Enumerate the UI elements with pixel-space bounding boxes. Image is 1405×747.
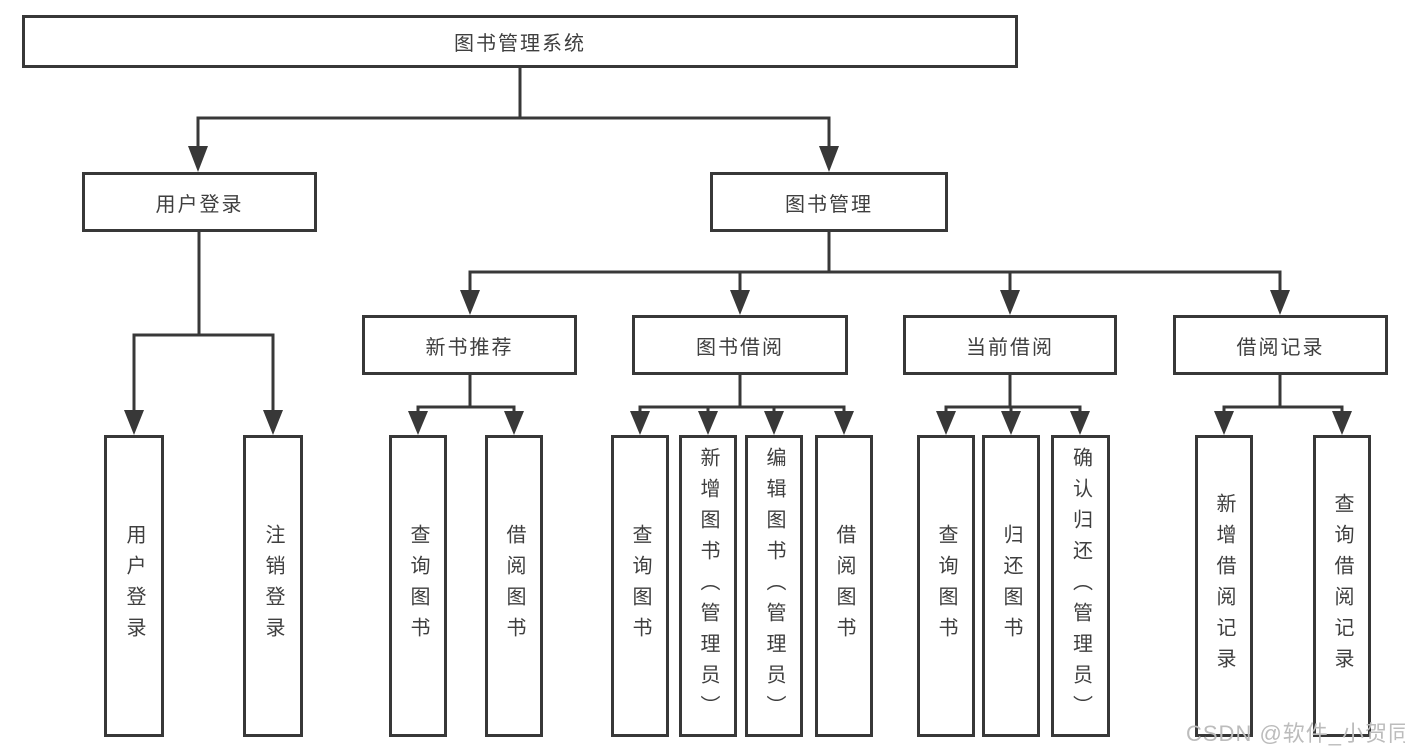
node-new-book-recommendation-label: 新书推荐: [425, 336, 514, 359]
leaf-borrow-books-borrow: 借阅图书: [815, 435, 873, 737]
node-book-management-label: 图书管理: [785, 193, 873, 216]
leaf-edit-book-admin: 编辑图书（管理员）: [745, 435, 803, 737]
leaf-return-book: 归还图书: [982, 435, 1040, 737]
leaf-label: 查询图书: [935, 524, 957, 648]
leaf-label: 新增图书（管理员）: [697, 446, 719, 726]
leaf-label: 归还图书: [1000, 524, 1022, 648]
csdn-watermark: CSDN @软件_小贺同学: [1186, 716, 1405, 747]
leaf-add-book-admin: 新增图书（管理员）: [679, 435, 737, 737]
leaf-label: 查询图书: [407, 524, 429, 648]
node-root-label: 图书管理系统: [454, 33, 586, 55]
node-current-borrowing: 当前借阅: [903, 315, 1117, 375]
node-borrowing-records: 借阅记录: [1173, 315, 1388, 375]
leaf-add-borrow-record: 新增借阅记录: [1195, 435, 1253, 737]
leaf-label: 用户登录: [123, 524, 145, 648]
leaf-label: 编辑图书（管理员）: [763, 446, 785, 726]
leaf-user-login: 用户登录: [104, 435, 164, 737]
leaf-label: 确认归还（管理员）: [1069, 446, 1092, 726]
leaf-label: 新增借阅记录: [1213, 493, 1235, 679]
node-root: 图书管理系统: [22, 15, 1018, 68]
leaf-label: 借阅图书: [503, 524, 525, 648]
watermark-text: CSDN @软件_小贺同: [1186, 721, 1405, 746]
leaf-label: 查询借阅记录: [1331, 493, 1353, 679]
leaf-label: 查询图书: [629, 524, 651, 648]
leaf-query-books-borrow: 查询图书: [611, 435, 669, 737]
leaf-query-borrow-record: 查询借阅记录: [1313, 435, 1371, 737]
arrowheads: [124, 146, 1352, 435]
node-user-login: 用户登录: [82, 172, 317, 232]
leaf-label: 借阅图书: [833, 524, 855, 648]
leaf-confirm-return-admin: 确认归还（管理员）: [1051, 435, 1110, 737]
node-user-login-label: 用户登录: [155, 193, 244, 216]
node-borrowing-records-label: 借阅记录: [1236, 336, 1325, 359]
node-current-borrowing-label: 当前借阅: [966, 336, 1054, 359]
node-book-borrowing-label: 图书借阅: [696, 336, 784, 359]
leaf-query-books-current: 查询图书: [917, 435, 975, 737]
node-book-management: 图书管理: [710, 172, 948, 232]
leaf-label: 注销登录: [262, 524, 284, 648]
leaf-logout: 注销登录: [243, 435, 303, 737]
leaf-borrow-books-recommend: 借阅图书: [485, 435, 543, 737]
leaf-query-books-recommend: 查询图书: [389, 435, 447, 737]
node-new-book-recommendation: 新书推荐: [362, 315, 577, 375]
node-book-borrowing: 图书借阅: [632, 315, 848, 375]
